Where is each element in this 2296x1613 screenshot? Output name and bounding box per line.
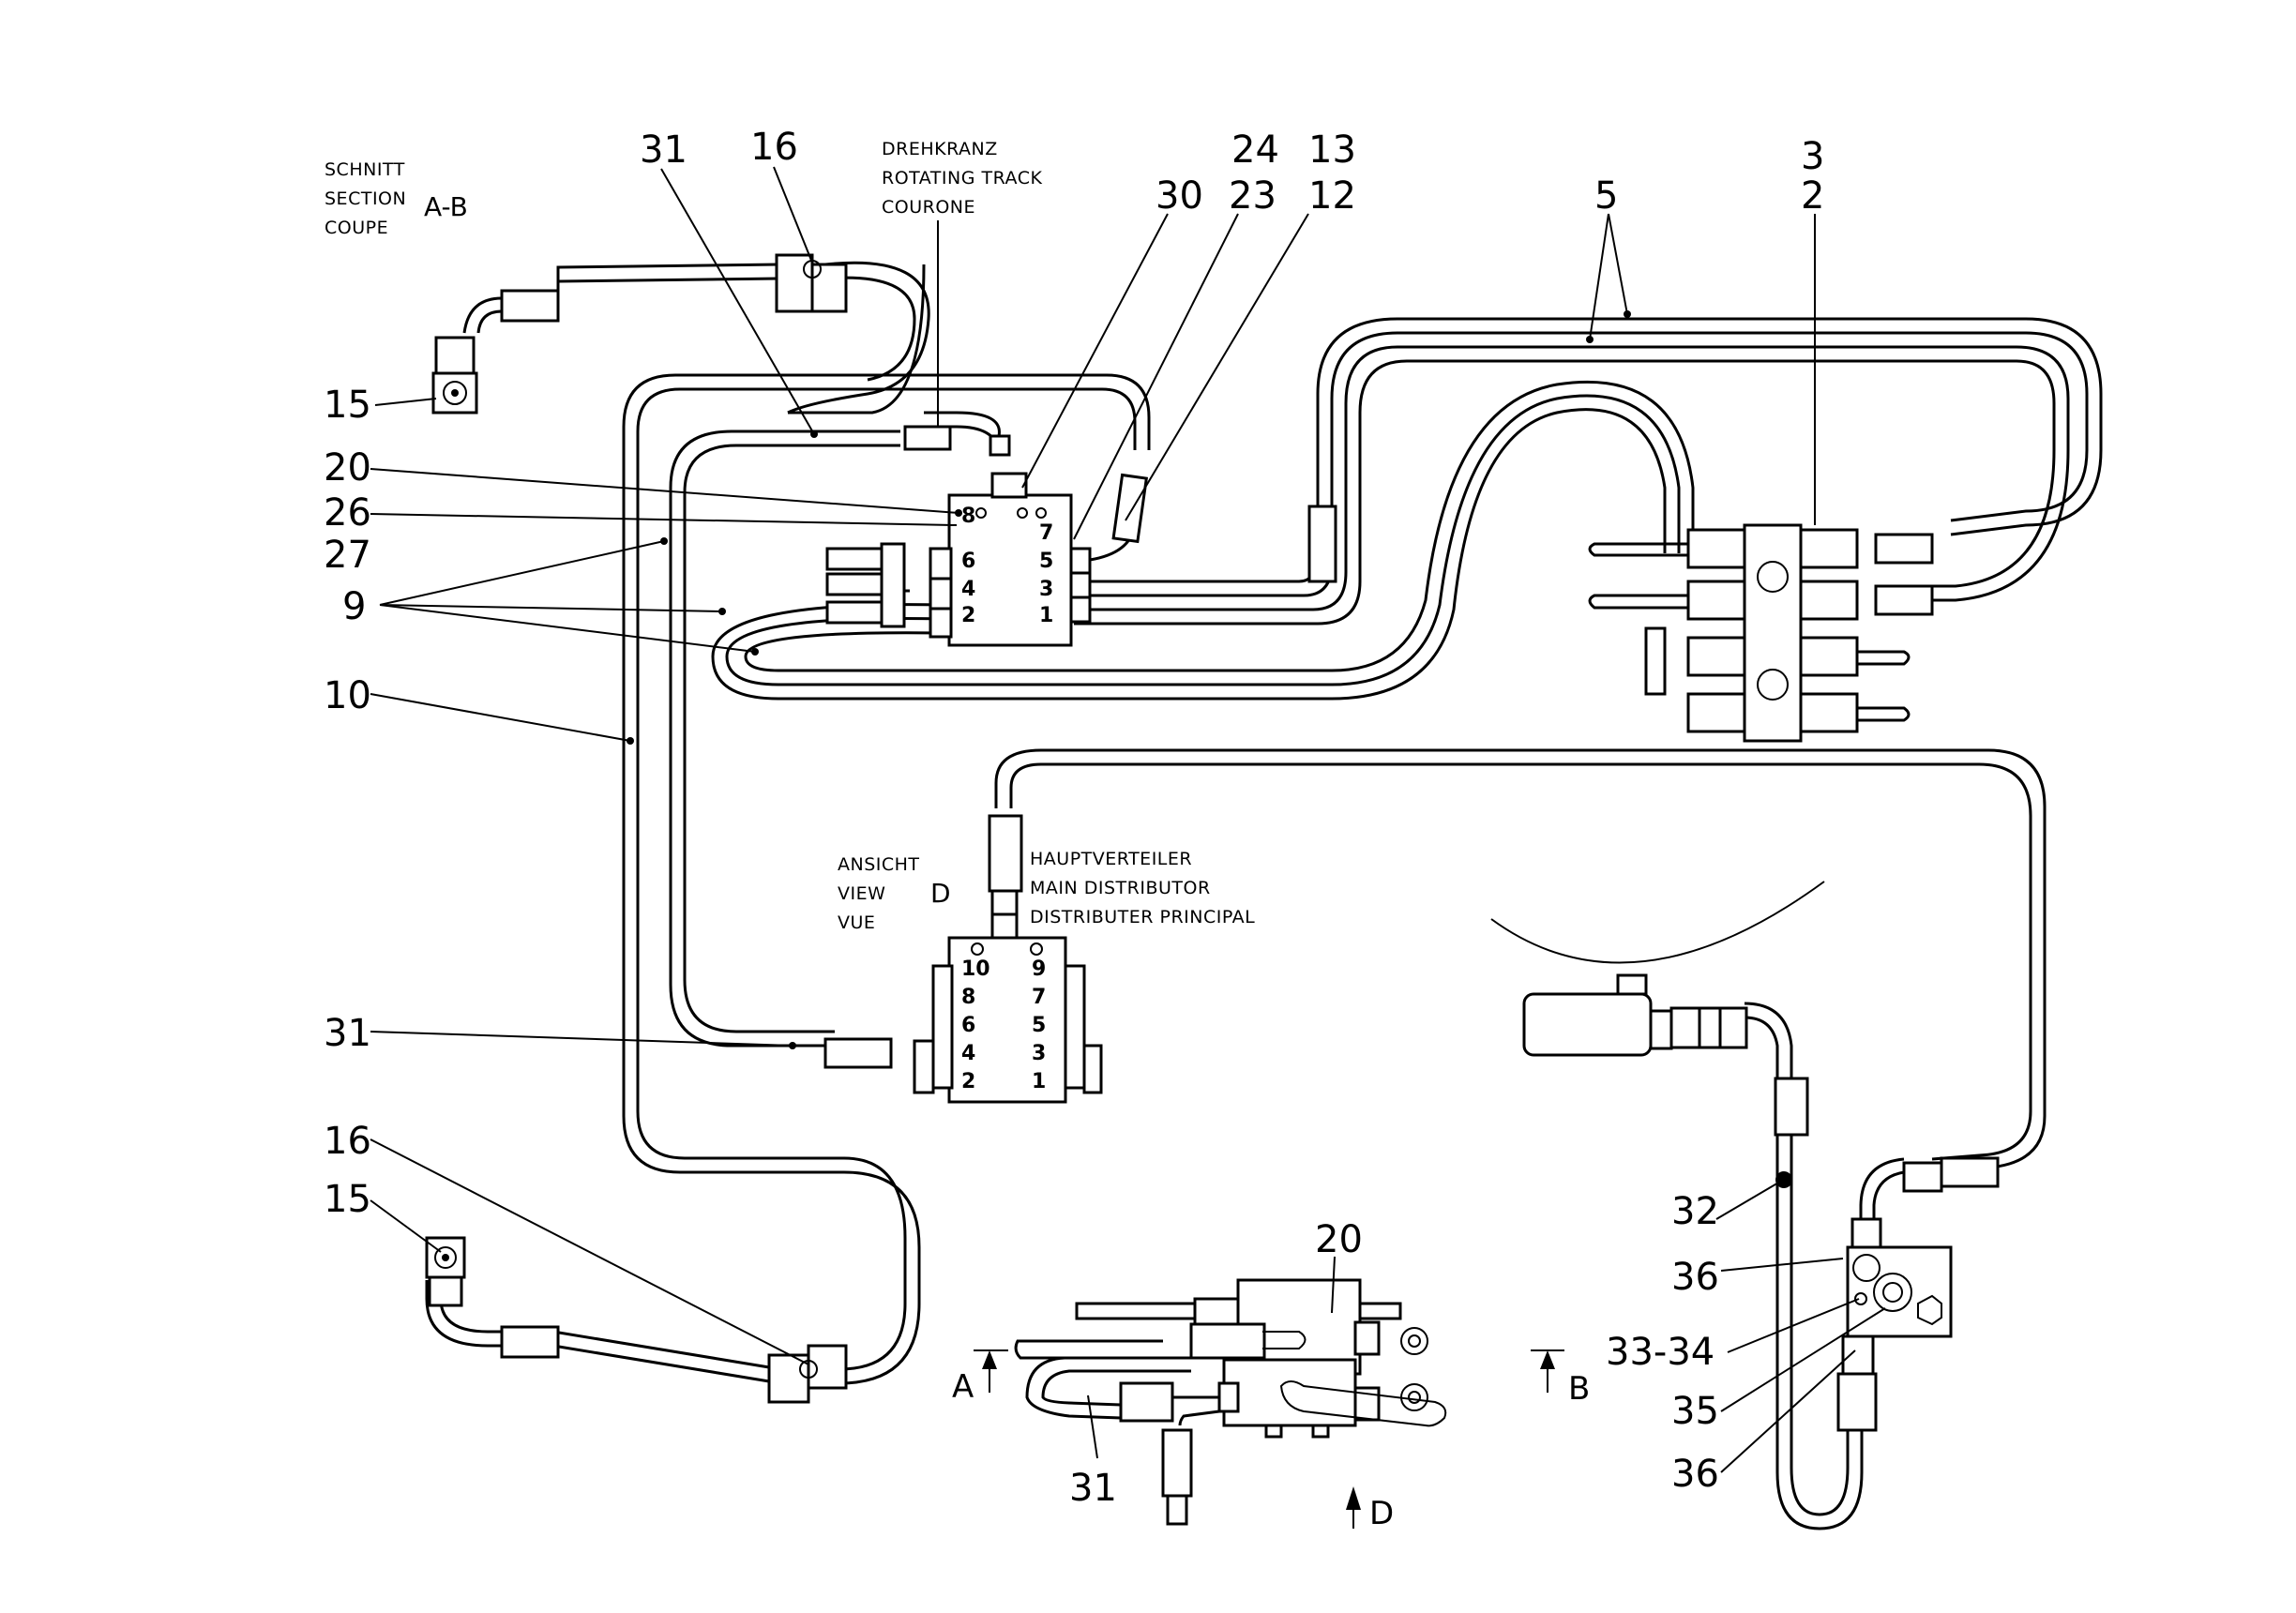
callout-31-mid: 31 bbox=[324, 1012, 371, 1055]
callout-numbers: 31 16 30 24 23 13 12 3 2 5 15 20 26 27 9… bbox=[324, 126, 1824, 1510]
turntable-label-line2: ROTATING TRACK bbox=[882, 168, 1042, 188]
main-distributor-block: 10 9 8 7 6 5 4 3 2 1 bbox=[913, 814, 1103, 1104]
callout-5: 5 bbox=[1594, 174, 1618, 218]
pipe-loop-inner bbox=[669, 261, 1001, 1048]
callout-27: 27 bbox=[324, 534, 371, 577]
callout-30: 30 bbox=[1156, 174, 1203, 218]
section-view-bottom bbox=[1014, 1278, 1447, 1526]
callout-3: 3 bbox=[1801, 135, 1824, 178]
section-label-line3: COUPE bbox=[325, 218, 388, 238]
callout-33-34: 33-34 bbox=[1606, 1331, 1714, 1374]
callout-23: 23 bbox=[1229, 174, 1276, 218]
upper-port-7: 7 bbox=[1039, 521, 1053, 545]
upper-port-8: 8 bbox=[961, 505, 975, 528]
pipe-loops-under-block bbox=[711, 380, 1695, 701]
pipe-main-to-pump bbox=[994, 748, 2047, 1219]
section-arrow-a: A bbox=[952, 1349, 1008, 1406]
leader-lines bbox=[370, 166, 1886, 1473]
callout-10: 10 bbox=[324, 674, 371, 717]
pipe-32 bbox=[1744, 1002, 1864, 1530]
section-name: A-B bbox=[424, 191, 468, 222]
pipe-to-fitting-15-upper bbox=[462, 263, 779, 334]
view-label-line3: VUE bbox=[838, 912, 875, 933]
distributor-label-line1: HAUPTVERTEILER bbox=[1030, 849, 1192, 869]
callout-13: 13 bbox=[1308, 128, 1356, 172]
main-port-9: 9 bbox=[1032, 957, 1046, 981]
section-title: SCHNITT SECTION COUPE A-B bbox=[325, 159, 468, 238]
upper-port-5: 5 bbox=[1039, 550, 1053, 573]
callout-32: 32 bbox=[1671, 1190, 1719, 1233]
section-arrow-b: B bbox=[1531, 1349, 1590, 1408]
main-port-4: 4 bbox=[961, 1042, 975, 1065]
section-label-line2: SECTION bbox=[325, 188, 406, 209]
section-mark-b: B bbox=[1568, 1370, 1590, 1408]
fitting-15-upper bbox=[431, 336, 478, 415]
callout-12: 12 bbox=[1308, 174, 1356, 218]
main-port-8: 8 bbox=[961, 986, 975, 1009]
coupling-lower-left bbox=[500, 1325, 560, 1359]
view-mark-d: D bbox=[1369, 1495, 1394, 1532]
callout-36-bottom: 36 bbox=[1671, 1453, 1719, 1496]
upper-port-1: 1 bbox=[1039, 604, 1053, 627]
main-port-2: 2 bbox=[961, 1070, 975, 1093]
view-label-line2: VIEW bbox=[838, 883, 885, 904]
pipe-loop-5 bbox=[1074, 317, 2103, 626]
upper-port-2: 2 bbox=[961, 604, 975, 627]
callout-36-top: 36 bbox=[1671, 1256, 1719, 1299]
callout-20: 20 bbox=[324, 446, 371, 490]
main-port-10: 10 bbox=[961, 957, 990, 981]
pipe-to-fitting-15-lower bbox=[425, 1280, 770, 1383]
sleeve-5 bbox=[1307, 505, 1337, 583]
turntable-label-line1: DREHKRANZ bbox=[882, 139, 998, 159]
upper-port-3: 3 bbox=[1039, 578, 1053, 601]
distributor-label-line3: DISTRIBUTER PRINCIPAL bbox=[1030, 907, 1255, 927]
main-port-5: 5 bbox=[1032, 1014, 1046, 1037]
section-label-line1: SCHNITT bbox=[325, 159, 405, 180]
callout-20-bottom: 20 bbox=[1315, 1218, 1363, 1261]
main-port-7: 7 bbox=[1032, 986, 1046, 1009]
right-distributor-block bbox=[1588, 523, 1934, 743]
callout-15-bottom: 15 bbox=[324, 1178, 371, 1221]
callout-16-top: 16 bbox=[750, 126, 798, 169]
distributor-title: HAUPTVERTEILER MAIN DISTRIBUTOR DISTRIBU… bbox=[1030, 849, 1255, 927]
main-port-1: 1 bbox=[1032, 1070, 1046, 1093]
main-port-6: 6 bbox=[961, 1014, 975, 1037]
callout-31-top: 31 bbox=[640, 128, 687, 172]
pipe-loop-left bbox=[622, 264, 1151, 1385]
callout-31-bottom: 31 bbox=[1069, 1467, 1117, 1510]
coupling-upper-left bbox=[500, 289, 560, 323]
callout-16-bottom: 16 bbox=[324, 1120, 371, 1163]
tank-pump bbox=[1490, 881, 1825, 1137]
upper-port-6: 6 bbox=[961, 550, 975, 573]
upper-distributor-block: 8 7 6 5 4 3 2 1 bbox=[825, 472, 1092, 647]
callout-2: 2 bbox=[1801, 174, 1824, 218]
hose-stub-12 bbox=[1089, 473, 1149, 562]
fitting-15-lower bbox=[425, 1236, 466, 1307]
callout-35: 35 bbox=[1671, 1390, 1719, 1433]
clamp-16-lower bbox=[767, 1344, 848, 1404]
upper-port-4: 4 bbox=[961, 578, 975, 601]
callout-24: 24 bbox=[1231, 128, 1279, 172]
sleeve-31-upper bbox=[903, 425, 1011, 457]
clamp-16-upper bbox=[775, 253, 848, 313]
sleeve-31-lower bbox=[823, 1037, 893, 1069]
turntable-title: DREHKRANZ ROTATING TRACK COURONE bbox=[882, 139, 1042, 218]
callout-26: 26 bbox=[324, 491, 371, 535]
distributor-label-line2: MAIN DISTRIBUTOR bbox=[1030, 878, 1211, 898]
view-name: D bbox=[930, 878, 951, 909]
view-arrow-d: D bbox=[1346, 1486, 1394, 1532]
main-port-3: 3 bbox=[1032, 1042, 1046, 1065]
callout-9: 9 bbox=[342, 585, 366, 628]
callout-15-top: 15 bbox=[324, 384, 371, 427]
view-title: ANSICHT VIEW VUE D bbox=[838, 854, 951, 933]
view-label-line1: ANSICHT bbox=[838, 854, 920, 875]
turntable-label-line3: COURONE bbox=[882, 197, 975, 218]
section-mark-a: A bbox=[952, 1368, 974, 1406]
